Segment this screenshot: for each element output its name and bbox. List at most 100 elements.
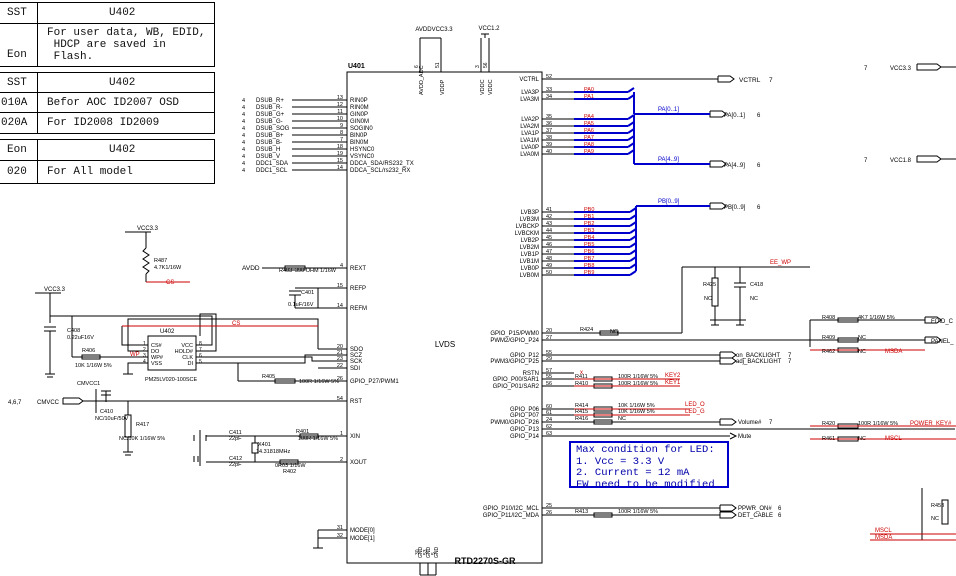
u402-pin-number: 6 (199, 353, 202, 359)
u402-pin-name: HOLD# (175, 349, 194, 355)
resistor-r424 (599, 330, 619, 336)
bus-pa49-label: PA[4..9] (658, 157, 679, 163)
right-pin-number: 49 (546, 263, 552, 269)
bottom-pin-number: 53 (423, 549, 429, 555)
right-pin-name: RSTN (523, 371, 539, 377)
u402-pin-number: 7 (199, 347, 202, 353)
net-mscl-right: MSCL (875, 528, 892, 534)
left-pin-number: 9 (340, 123, 343, 129)
resistor-r453 (941, 499, 949, 525)
bottom-pin-name: GND (418, 547, 424, 559)
r420-label: R420 (822, 421, 835, 427)
left-net-name: DSUB_V (256, 154, 280, 160)
right-pin-name: GPIO_P11/I2C_MDA (483, 513, 539, 519)
right-pin-name: GPIO_P14 (510, 434, 540, 440)
net-mscl: MSCL (885, 436, 902, 442)
u402-pin-name: CS# (151, 343, 163, 349)
left-pin-number: 12 (337, 102, 343, 108)
net-pb-label: PB9 (584, 270, 594, 276)
resistor-r409 (837, 337, 859, 343)
left-pin-name: GPIO_P27/PWM1 (350, 379, 399, 385)
r416-value: NC (618, 416, 626, 422)
r453-value: NC (931, 516, 939, 522)
table-1-r1c2: U402 (109, 7, 136, 19)
bottom-pin-name: GND (426, 547, 432, 559)
top-pin-number: 51 (435, 62, 441, 68)
r487-label: R487 (154, 258, 167, 264)
left-net-name: DSUB_B- (256, 140, 282, 146)
right-pin-name: GPIO_P15/PWM0 (490, 331, 539, 337)
top-pin-number: 56 (483, 62, 489, 68)
net-msda-right: MSDA (875, 535, 892, 541)
power-avdd: AVDD (242, 265, 260, 272)
table-2-r2c2: Befor AOC ID2007 OSD (47, 97, 180, 109)
net-pa-label: PA1 (584, 94, 594, 100)
c408-label: C408 (67, 328, 80, 334)
bottom-pin-number: 5 (431, 552, 437, 555)
note-line-4: FW need to be modified (576, 478, 715, 491)
r453-label: R453 (931, 503, 944, 509)
right-pin-number: 61 (546, 410, 552, 416)
left-net-name: DDC1_SCL (256, 168, 288, 174)
left-pin-name: GIN0P (350, 112, 368, 118)
right-pin-name: LVB2M (520, 245, 539, 251)
left-pin-name: DDCA_SCL/rs232_RX (350, 168, 410, 174)
left-pin-number: 20 (337, 344, 343, 350)
chip-part-number: RTD2270S-GR (454, 556, 516, 566)
table-2-r1c2: U402 (109, 77, 136, 89)
right-pin-number: 45 (546, 235, 552, 241)
left-net-ref: 4 (242, 154, 245, 160)
left-net-ref: 4 (242, 112, 245, 118)
c401-value: 0.1uF/16V (288, 302, 314, 308)
chip-u401-body (346, 71, 543, 564)
r409-value: NC (858, 335, 866, 341)
u402-label: U402 (160, 329, 175, 335)
net-ledg: LED_G (685, 409, 705, 415)
offpage-adjbl (719, 357, 737, 365)
u402-pin-name: WP# (151, 355, 164, 361)
bus-pa01-label: PA[0..1] (658, 107, 679, 113)
table-1-r2c2: For user data, WB, EDID, HDCP are saved … (47, 27, 206, 63)
resistor-r406 (81, 354, 101, 360)
net-pb-label: PB2 (584, 221, 594, 227)
right-pin-number: 44 (546, 228, 552, 234)
u402-pin-number: 5 (199, 359, 202, 365)
left-pin-number: 18 (337, 144, 343, 150)
r411-value: 100R 1/16W 5% (618, 374, 658, 380)
c412-label: C412 (229, 456, 242, 462)
c412-value: 22pF (229, 462, 242, 468)
offpage-volume (719, 418, 737, 426)
right-pin-number: 47 (546, 249, 552, 255)
c410-value: NC/10uF/50V (95, 416, 129, 422)
left-pin-name: DDCA_SDA/RS232_TX (350, 161, 414, 167)
net-pa01: PA[0..1] (724, 113, 745, 119)
net-pa01-ref: 6 (757, 113, 761, 119)
net-cs: CS (232, 321, 240, 327)
left-net-ref: 4 (242, 140, 245, 146)
r425-label: R425 (703, 282, 716, 288)
chip-ref: U401 (348, 63, 365, 70)
net-pa-label: PA8 (584, 142, 594, 148)
left-pin-name: BIN0P (350, 133, 367, 139)
u402-pin-number: 2 (143, 347, 146, 353)
net-eewp: EE_WP (770, 260, 791, 266)
net-msda: MSDA (885, 349, 902, 355)
net-powerkey: POWER_KEY# (910, 421, 952, 427)
power-vcc12: VCC1.2 (478, 26, 500, 32)
net-detcable: DET_CABLE (738, 513, 773, 519)
right-pin-number: 43 (546, 221, 552, 227)
r413-value: 100R 1/16W 5% (618, 509, 658, 515)
right-pin-name: LVB2P (521, 238, 539, 244)
right-pin-number: 52 (546, 74, 552, 80)
left-pin-number: 11 (337, 109, 343, 115)
r405-label: R405 (262, 374, 275, 380)
u402-pin-name: VSS (151, 361, 162, 367)
note-line-1: Max condition for LED: (576, 444, 715, 456)
right-pin-name: GPIO_P12 (510, 353, 540, 359)
r410-value: 100R 1/16W 5% (618, 381, 658, 387)
left-pin-name: SCZ (350, 353, 362, 359)
left-pin-name: SCK (350, 359, 362, 365)
r424-label: R424 (580, 327, 593, 333)
power-vcc18-right: VCC1.8 (890, 158, 912, 164)
